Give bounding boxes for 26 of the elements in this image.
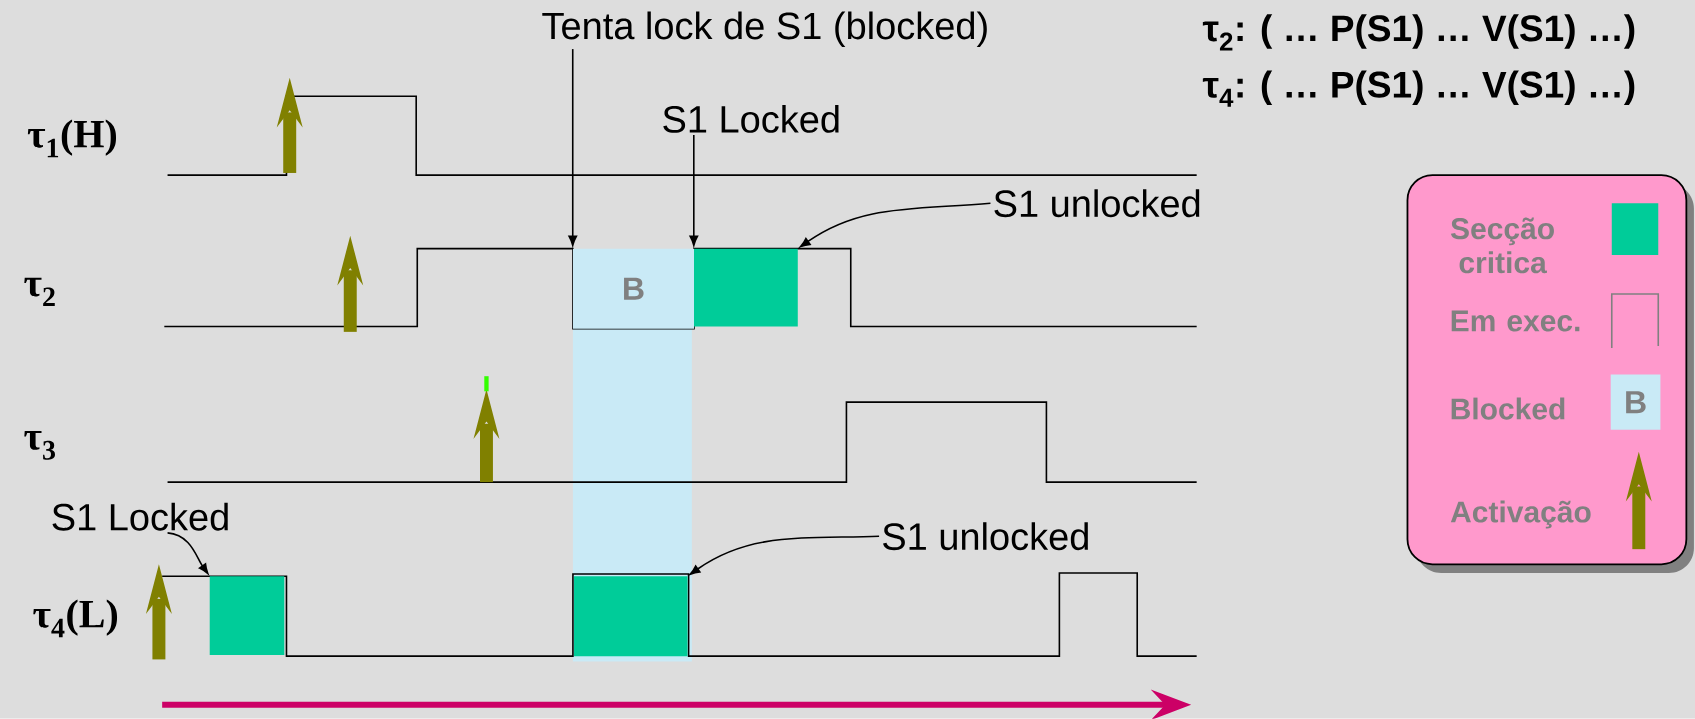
legend-label: Secção critica bbox=[1450, 217, 1554, 274]
critical-section-box bbox=[574, 576, 688, 657]
callout-text: Tenta lock de S1 (blocked) bbox=[542, 11, 987, 47]
callout-text: S1 unlocked bbox=[994, 189, 1200, 218]
leader-line bbox=[166, 532, 209, 575]
node-label: B bbox=[624, 277, 644, 300]
leader-line bbox=[799, 202, 992, 248]
leader-line bbox=[689, 535, 880, 575]
callout-text: S1 Locked bbox=[663, 105, 839, 133]
task-label: τ$_{1}$(H) bbox=[27, 119, 116, 158]
critical-section-box bbox=[209, 576, 285, 656]
leader-line bbox=[689, 134, 699, 247]
task-label: τ$_{2}$ bbox=[24, 277, 55, 307]
callout-text: S1 unlocked bbox=[883, 522, 1088, 551]
task-label: τ$_{3}$ bbox=[24, 431, 55, 460]
blocked-box: B bbox=[572, 248, 694, 329]
task-label: τ$_{4}$(L) bbox=[33, 599, 118, 638]
callout-text: S1 Locked bbox=[52, 502, 228, 531]
legend-label: Blocked bbox=[1451, 397, 1565, 420]
legend-label: Activação bbox=[1450, 500, 1591, 529]
leader-line bbox=[568, 48, 578, 247]
legend-sample: B bbox=[1610, 374, 1661, 430]
code-line: τ$_{4}$: ( … P(S1) … V(S1) …) bbox=[1202, 70, 1635, 107]
critical-section-box bbox=[694, 248, 798, 327]
code-line: τ$_{2}$: ( … P(S1) … V(S1) …) bbox=[1202, 14, 1635, 51]
legend-label: Em exec. bbox=[1451, 310, 1580, 332]
